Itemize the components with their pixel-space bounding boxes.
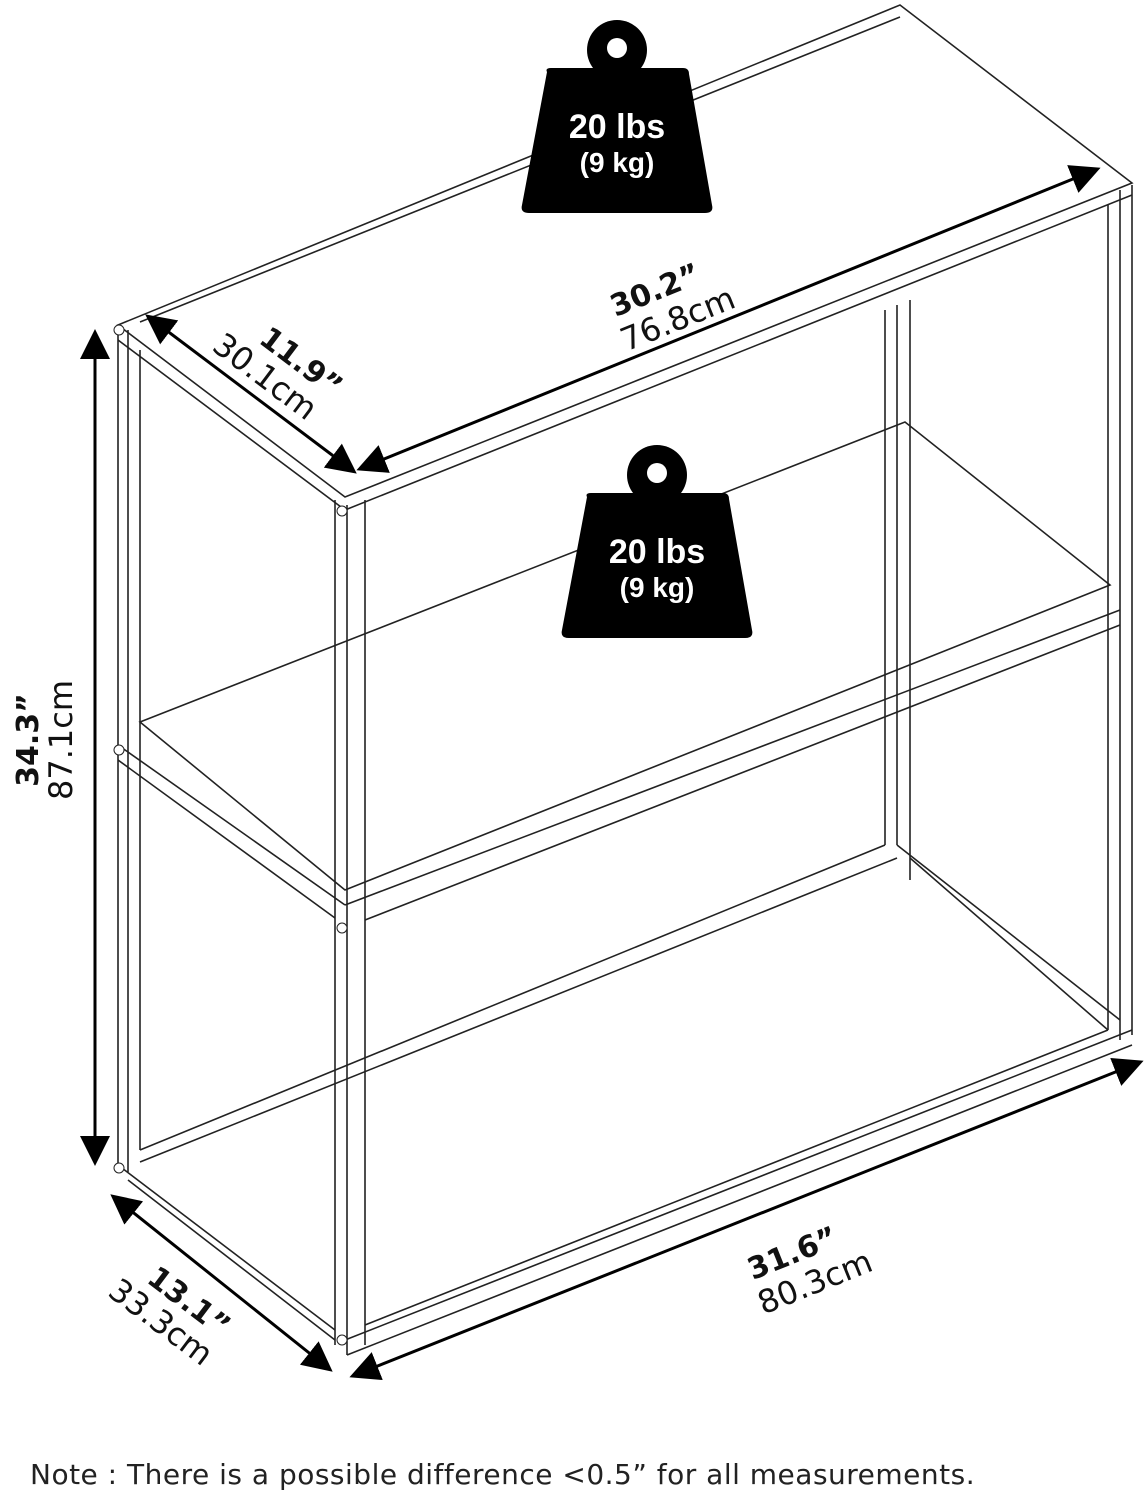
top-width-arrow bbox=[356, 165, 1101, 473]
base-depth-arrow bbox=[110, 1194, 333, 1372]
height-cm-label: 87.1cm bbox=[42, 680, 80, 800]
base-width-arrow bbox=[349, 1057, 1144, 1381]
weight-top-kg: (9 kg) bbox=[580, 147, 655, 178]
weight-middle-lbs: 20 lbs bbox=[609, 533, 705, 571]
top-depth-arrow bbox=[145, 314, 357, 474]
weight-icon-top: 20 lbs (9 kg) bbox=[521, 20, 713, 213]
weight-middle-kg: (9 kg) bbox=[620, 572, 695, 603]
weight-top-lbs: 20 lbs bbox=[569, 108, 665, 146]
height-in-label: 34.3” bbox=[11, 693, 46, 787]
weight-icon-middle: 20 lbs (9 kg) bbox=[561, 445, 753, 638]
measurement-note: Note : There is a possible difference <0… bbox=[30, 1458, 976, 1491]
